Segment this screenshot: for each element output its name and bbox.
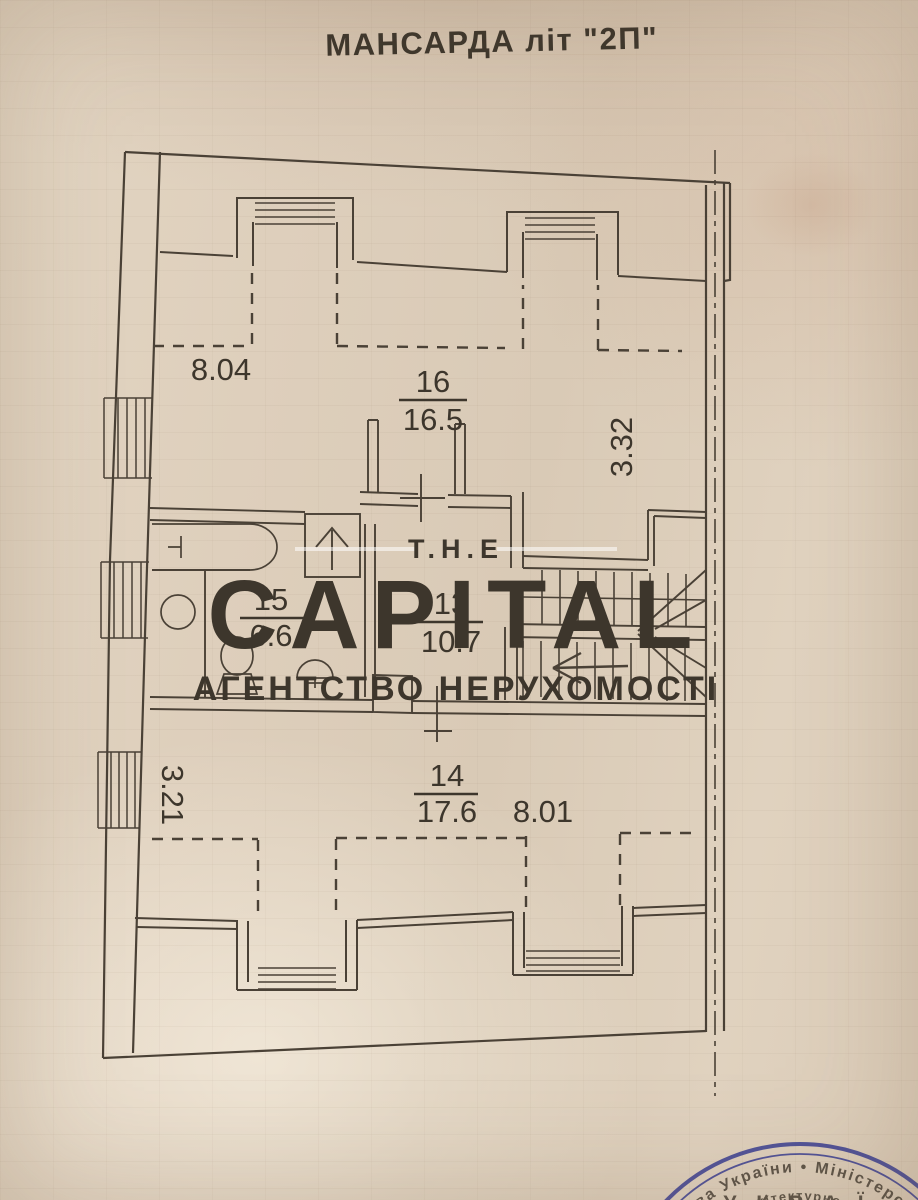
bathroom-walls [152,524,376,697]
dimension-labels: 8.04 8.01 3.32 3.21 [155,352,639,829]
svg-text:6.6: 6.6 [249,618,292,653]
svg-text:13: 13 [434,586,468,621]
watermark-capital: CAPITAL [207,560,704,669]
svg-text:10.7: 10.7 [421,624,481,659]
bathtub-icon [152,523,278,571]
toilet-icon [215,636,259,695]
dimension-right: 3.32 [604,417,639,477]
watermark: T.H.E CAPITAL АГЕНТСТВО НЕРУХОМОСТІ [193,534,719,708]
staircase [522,569,707,701]
bottom-knee-wall [134,904,707,991]
sink-icon [296,659,334,688]
room-label-14: 14 17.6 [414,758,478,829]
stamp-center-text: У К Р А Ї [723,1192,870,1200]
bottom-dormer-windows [258,950,620,990]
left-wall-windows [97,397,153,829]
top-knee-wall [159,197,707,282]
svg-text:16: 16 [416,364,450,399]
ceiling-contour-top [153,268,683,353]
interior-wall-13-14 [149,674,707,742]
room-label-16: 16 16.5 [399,364,467,437]
room-label-15: 15 6.6 [240,582,304,653]
stairwell-walls [504,509,707,700]
top-dormer-windows [255,202,595,240]
watermark-the: T.H.E [408,534,504,564]
stair-direction-arrow [552,651,629,685]
dimension-top-left: 8.04 [191,352,251,387]
exterior-walls [101,150,732,1060]
dimension-left: 3.21 [155,765,190,825]
page-title: МАНСАРДА літ "2П" [325,20,659,63]
room-labels: 16 16.5 15 6.6 13 10.7 14 17.6 [240,364,483,829]
interior-wall-16-13 [149,419,524,568]
svg-text:15: 15 [254,582,288,617]
svg-text:14: 14 [430,758,464,793]
ceiling-contour-bottom [152,831,696,918]
svg-text:17.6: 17.6 [417,794,477,829]
watermark-agency: АГЕНТСТВО НЕРУХОМОСТІ [193,670,719,708]
svg-text:16.5: 16.5 [403,402,463,437]
official-stamp: тва України • Міністерст а архітектурно-… [664,1142,918,1200]
washbasin-icon [160,594,196,630]
dimension-bottom: 8.01 [513,794,573,829]
room-label-13: 13 10.7 [417,586,483,659]
